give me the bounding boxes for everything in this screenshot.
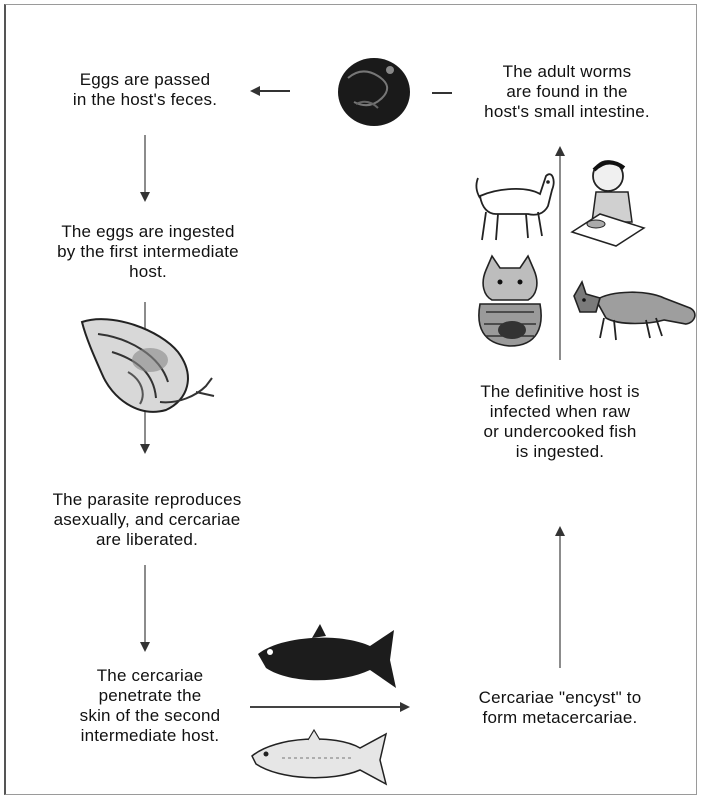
dog-icon — [476, 174, 553, 240]
adult-worm-icon — [338, 58, 410, 126]
snail-icon — [82, 319, 214, 412]
step-adult-worms: The adult worms are found in the host's … — [452, 62, 682, 122]
dark-fish-icon — [258, 624, 396, 688]
cat-icon — [479, 256, 541, 346]
step-eggs-passed: Eggs are passed in the host's feces. — [40, 70, 250, 110]
step-definitive-host: The definitive host is infected when raw… — [440, 382, 680, 462]
step-parasite-reproduces: The parasite reproduces asexually, and c… — [12, 490, 282, 550]
person-eating-icon — [572, 161, 644, 246]
step-cercariae-penetrate: The cercariae penetrate the skin of the … — [60, 666, 240, 746]
fox-icon — [574, 282, 695, 340]
step-eggs-ingested: The eggs are ingested by the first inter… — [18, 222, 278, 282]
step-cercariae-encyst: Cercariae "encyst" to form metacercariae… — [440, 688, 680, 728]
light-fish-icon — [252, 730, 386, 784]
